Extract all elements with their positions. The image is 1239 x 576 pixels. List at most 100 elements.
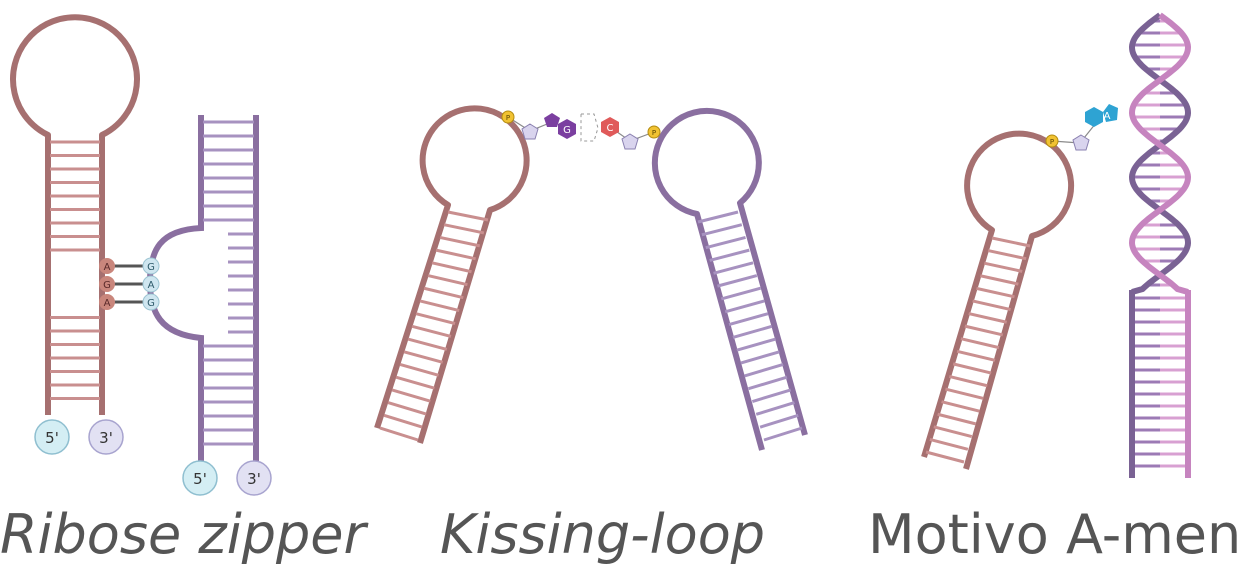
base-pair-rung — [403, 350, 444, 364]
base-label: A — [104, 298, 111, 309]
base-label: A — [1104, 111, 1111, 122]
guanine-icon — [558, 119, 576, 139]
sugar-icon — [521, 123, 539, 140]
base-pair-rung — [395, 375, 435, 390]
phosphate-label: P — [652, 129, 656, 137]
phosphate-label: P — [1050, 138, 1054, 146]
base-pair-rung — [960, 337, 1000, 350]
base-pair-rung — [379, 426, 419, 442]
nucleotide — [142, 293, 160, 311]
caption-a-minor: Motivo A-menor — [868, 503, 1239, 566]
base-pair-rung — [415, 312, 456, 325]
base-pair-rung — [952, 362, 992, 375]
base-pair-rung — [945, 387, 984, 400]
base-pair-rung — [419, 299, 460, 313]
base-pair-rung — [980, 274, 1019, 286]
base-label: A — [104, 262, 111, 273]
adenine-interaction: P A — [1045, 104, 1118, 151]
adenine-ring — [1103, 104, 1118, 122]
zipper-base-pairs: A G A G A G — [99, 257, 160, 311]
base-pair-rung — [740, 350, 780, 365]
five-prime-marker — [34, 419, 70, 455]
purple-duplex — [146, 115, 259, 462]
kissing-loop-diagram: P G C P — [374, 105, 808, 451]
base-pair-rung — [728, 312, 769, 327]
three-prime-label: 3' — [247, 470, 261, 488]
base-pair-rung — [423, 286, 464, 300]
three-prime-marker — [236, 460, 272, 496]
nucleotide — [142, 257, 160, 275]
base-pair-rung — [709, 248, 750, 262]
base-label: G — [147, 298, 155, 309]
base-pair-rung — [759, 413, 799, 429]
adenine-icon — [1085, 107, 1103, 127]
base-pair-rung — [391, 388, 431, 403]
base-pair-rung — [763, 426, 803, 442]
base-pair-rung — [964, 324, 1004, 337]
hairpin-loop — [921, 130, 1075, 470]
base-pair-rung — [705, 235, 746, 250]
base-pair-rung — [439, 235, 481, 248]
base-pair-rung — [976, 286, 1015, 299]
base-pair-rung — [972, 299, 1011, 311]
a-minor-diagram: P A — [921, 12, 1192, 478]
base-pair-rung — [399, 363, 439, 377]
base-pair-rung — [956, 349, 996, 362]
base-pair-rung — [736, 337, 777, 352]
base-pair-rung — [720, 286, 761, 301]
base-pair-rung — [697, 210, 739, 224]
hairpin-loop — [651, 107, 808, 451]
base-label: G — [147, 262, 155, 273]
hairpin-rungs — [925, 236, 1031, 464]
phosphate-icon — [1045, 134, 1059, 148]
hairpin-rungs — [50, 140, 100, 400]
three-prime-label: 3' — [99, 429, 113, 447]
base-pair-rung — [387, 401, 427, 416]
base-pair-rung — [968, 312, 1008, 324]
base-pair-rung — [925, 450, 965, 464]
phosphate-icon — [501, 110, 515, 124]
base-label: C — [607, 123, 614, 134]
base-pair-rung — [748, 375, 788, 391]
nucleotide — [142, 275, 160, 293]
rna-motifs-figure: A G A G A G 5' 3' 5' 3' — [10, 12, 1192, 496]
hydrogen-bond-outline — [580, 113, 599, 142]
base-pair-rung — [937, 412, 977, 426]
nucleotide — [99, 276, 115, 292]
kissing-interaction: P G C P — [501, 110, 661, 150]
base-pair-rung — [929, 437, 969, 451]
base-pair-rung — [435, 248, 476, 261]
base-pair-rung — [751, 388, 792, 403]
red-hairpin — [921, 130, 1075, 470]
hairpin-rungs — [697, 210, 803, 442]
base-pair-rung — [447, 210, 489, 222]
caption-kissing-loop: Kissing-loop — [440, 503, 766, 566]
strand-end-labels: 5' 3' — [182, 460, 272, 496]
five-prime-label: 5' — [45, 429, 59, 447]
base-pair-rung — [411, 324, 452, 338]
three-prime-marker — [88, 419, 124, 455]
ribose-zipper-diagram: A G A G A G 5' 3' 5' 3' — [10, 14, 272, 496]
base-pair-rung — [713, 261, 754, 275]
double-helix — [1128, 12, 1192, 478]
base-pair-rung — [383, 413, 423, 429]
nucleotide — [99, 258, 115, 274]
red-hairpin — [10, 14, 140, 415]
sugar-icon — [544, 113, 560, 127]
base-pair-rung — [744, 363, 784, 378]
five-prime-marker — [182, 460, 218, 496]
base-pair-rung — [427, 274, 468, 287]
base-label: G — [563, 125, 571, 136]
base-pair-rung — [717, 274, 758, 288]
base-label: G — [103, 280, 111, 291]
duplex-rungs — [203, 120, 254, 446]
phosphate-label: P — [506, 114, 510, 122]
base-pair-rung — [933, 425, 973, 439]
sugar-icon — [1072, 134, 1090, 151]
base-pair-rung — [987, 249, 1027, 261]
base-pair-rung — [724, 299, 765, 314]
base-pair-rung — [732, 324, 773, 339]
base-pair-rung — [755, 401, 795, 416]
base-label: A — [148, 280, 155, 291]
caption-ribose-zipper: Ribose zipper — [0, 503, 366, 566]
